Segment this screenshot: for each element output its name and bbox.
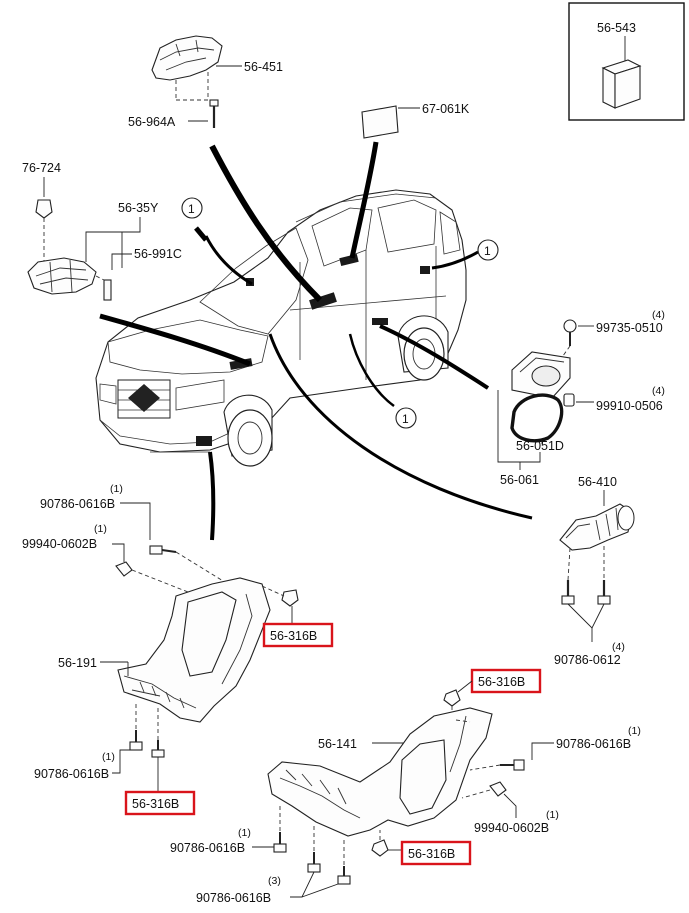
qty-90786-616b-b: (1) [102,751,115,763]
part-56-543-block [601,59,642,109]
inset-box: 56-543 [568,2,685,121]
qty-99735: (4) [652,309,665,321]
part-56-316b-clip-c [443,689,461,707]
label-56-543: 56-543 [597,21,636,35]
highlight-box-56-316b-d [400,840,472,866]
label-99910-0506: 99910-0506 [596,399,663,413]
qty-99910: (4) [652,385,665,397]
label-56-991c: 56-991C [134,247,182,261]
qty-90786-616b-c: (1) [628,725,641,737]
qty-90786-0612: (4) [612,641,625,653]
label-90786-0616b-a: 90786-0616B [40,497,115,511]
part-56-316b-clip-b [151,740,165,758]
label-90786-0616b-d: 90786-0616B [170,841,245,855]
label-56-141: 56-141 [318,737,357,751]
qty-99940-602b-b: (1) [546,809,559,821]
qty-90786-616b-d: (1) [238,827,251,839]
callout-number: 1 [188,202,195,216]
callout-1-right: 1 [477,239,499,261]
highlight-box-56-316b-b [124,790,196,816]
part-56-061-housing [511,351,571,399]
part-90786-bolt-c [500,759,525,771]
label-56-316b-c: 56-316B [478,675,525,689]
qty-99940-602b-a: (1) [94,523,107,535]
part-56-964a-bolt [209,99,219,128]
part-56-991c-pin [103,279,112,301]
label-90786-0612: 90786-0612 [554,653,621,667]
part-67-061k [361,105,399,139]
part-99910-grommet [563,393,575,407]
label-56-35y: 56-35Y [118,201,159,215]
label-56-410: 56-410 [578,475,617,489]
callout-1-top: 1 [181,197,203,219]
part-90786-bolt-d [273,832,287,853]
part-56-316b-clip-a [281,589,299,607]
label-99735-0510: 99735-0510 [596,321,663,335]
callout-number: 1 [402,412,409,426]
part-90786-bolt-a [149,545,177,555]
thick-leaders [99,141,533,541]
label-56-051d: 56-051D [516,439,564,453]
part-99940-nut-a [115,561,133,577]
label-67-061k: 67-061K [422,102,470,116]
label-56-451: 56-451 [244,60,283,74]
part-99940-nut-b [489,781,507,797]
qty-90786-616b-e: (3) [268,875,281,887]
label-99940-0602b-a: 99940-0602B [22,537,97,551]
highlight-box-56-316b-a [262,622,334,648]
label-90786-0616b-c: 90786-0616B [556,737,631,751]
part-56-451 [151,35,223,81]
qty-90786-616b-a: (1) [110,483,123,495]
label-99940-0602b-b: 99940-0602B [474,821,549,835]
label-56-061: 56-061 [500,473,539,487]
part-90786-bolt-b [129,730,143,751]
part-56-191-mudguard [117,577,271,723]
label-90786-0616b-b: 90786-0616B [34,767,109,781]
label-90786-0616b-e: 90786-0616B [196,891,271,905]
part-56-35y-bracket [27,257,97,295]
part-76-724-clip [35,199,53,219]
part-99735-screw [563,319,577,346]
label-56-316b-d: 56-316B [408,847,455,861]
part-56-316b-clip-d [371,839,389,857]
part-56-051d-seal [510,393,564,443]
part-90786-0612-bolts [561,580,611,605]
label-76-724: 76-724 [22,161,61,175]
part-56-410-filler [559,503,635,551]
callout-1-middle: 1 [395,407,417,429]
label-56-191: 56-191 [58,656,97,670]
vehicle-body [95,189,467,467]
label-56-316b-a: 56-316B [270,629,317,643]
callout-number: 1 [484,244,491,258]
part-56-141-mudguard [267,707,493,837]
label-56-316b-b: 56-316B [132,797,179,811]
label-56-964a: 56-964A [128,115,176,129]
